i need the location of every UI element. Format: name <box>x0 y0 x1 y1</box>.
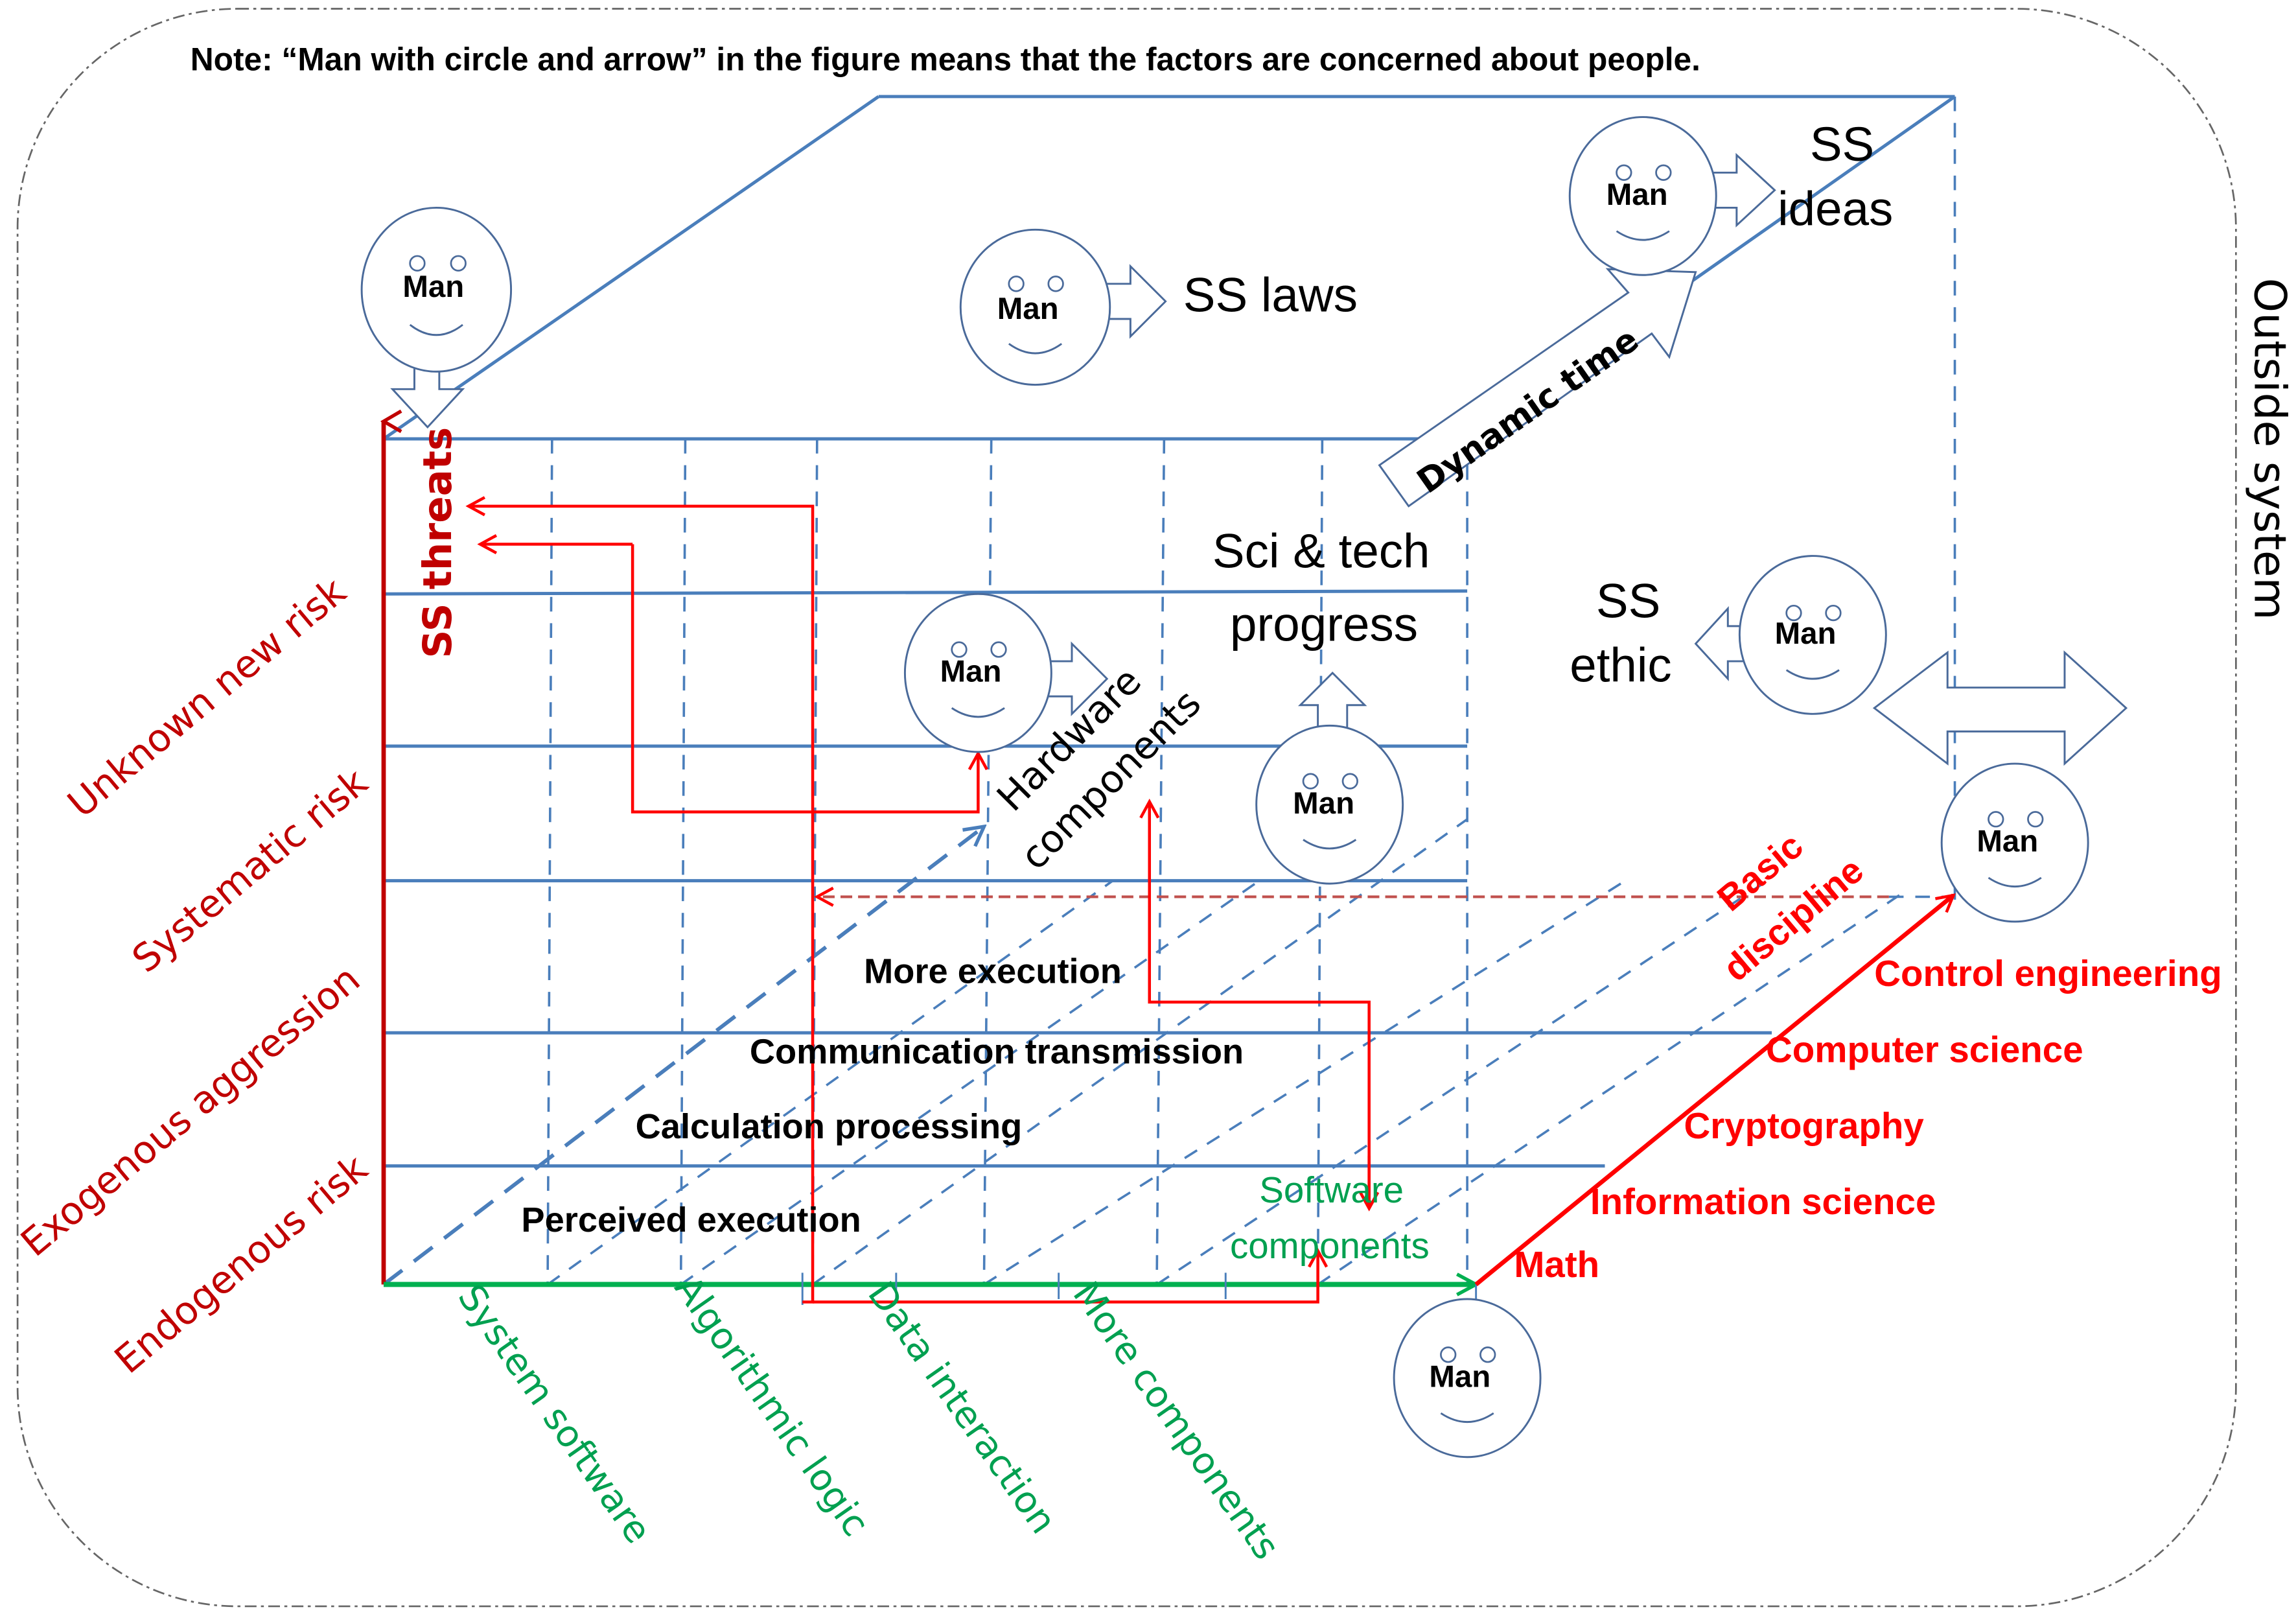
discipline-item: Control engineering <box>1874 953 2221 994</box>
software-components-label-1: Software <box>1259 1169 1404 1210</box>
sci-tech-label-2: progress <box>1230 598 1418 651</box>
ss-ideas-label-2: ideas <box>1778 182 1893 236</box>
man-face-discipline: Man <box>1940 762 2089 923</box>
ss-threats-label: SS threats <box>415 427 461 659</box>
dynamic-time-arrow: Dynamic time <box>1378 268 1697 508</box>
man-face-sci-tech: Man <box>1255 672 1404 885</box>
double-arrow-icon <box>1872 650 2128 766</box>
software-item: System software <box>450 1277 659 1551</box>
man-label: Man <box>1606 178 1668 212</box>
note-text: Note: “Man with circle and arrow” in the… <box>191 41 1700 77</box>
grid-vertical-dashed <box>546 439 1468 1285</box>
discipline-item: Information science <box>1590 1181 1936 1222</box>
grid-horizontal-lines <box>383 437 1772 1168</box>
discipline-item: Math <box>1514 1244 1599 1285</box>
grid-diagonal-dashed <box>382 818 1905 1286</box>
man-face-software: Man <box>1393 1298 1542 1459</box>
software-components-label-2: components <box>1230 1225 1430 1266</box>
software-item: More components <box>1065 1274 1288 1567</box>
man-face-ss-ideas: Man SS ideas <box>1568 116 1893 276</box>
layer-label: Perceived execution <box>521 1201 861 1239</box>
risk-label: Unknown new risk <box>60 569 354 827</box>
layer-label: Calculation processing <box>636 1107 1023 1146</box>
outside-system-label: Outside system <box>2245 278 2296 620</box>
sci-tech-label-1: Sci & tech <box>1212 524 1430 578</box>
outer-system-boundary <box>16 8 2237 1608</box>
man-label: Man <box>1429 1359 1490 1394</box>
man-face-top-left: Man <box>360 206 513 429</box>
man-face-ss-ethic: Man SS ethic <box>1570 555 1887 715</box>
man-face-hardware: Man <box>903 592 1109 753</box>
discipline-item: Computer science <box>1766 1029 2083 1070</box>
ss-laws-label: SS laws <box>1183 268 1358 322</box>
layer-label: Communication transmission <box>750 1033 1244 1072</box>
software-item: Data interaction <box>859 1274 1064 1542</box>
layer-label: More execution <box>864 952 1122 991</box>
man-label: Man <box>1775 616 1837 651</box>
man-label: Man <box>1977 824 2038 858</box>
risk-label: Endogenous risk <box>106 1146 376 1382</box>
software-item: Algorithmic logic <box>666 1269 877 1544</box>
top-plane <box>382 95 1956 900</box>
man-face-ss-laws: Man SS laws <box>959 228 1358 386</box>
man-label: Man <box>997 292 1059 326</box>
dynamic-time-label: Dynamic time <box>1410 320 1646 501</box>
ss-ethic-label-2: ethic <box>1570 639 1671 692</box>
man-label: Man <box>940 655 1002 689</box>
man-label: Man <box>1293 786 1354 821</box>
discipline-item: Cryptography <box>1684 1105 1925 1146</box>
ss-ethic-label-1: SS <box>1596 574 1660 627</box>
red-flow-paths <box>469 506 1369 1304</box>
ss-ideas-label-1: SS <box>1810 117 1874 171</box>
discipline-axis <box>1474 895 1954 1287</box>
risk-label: Systematic risk <box>124 760 376 981</box>
man-label: Man <box>402 270 464 304</box>
